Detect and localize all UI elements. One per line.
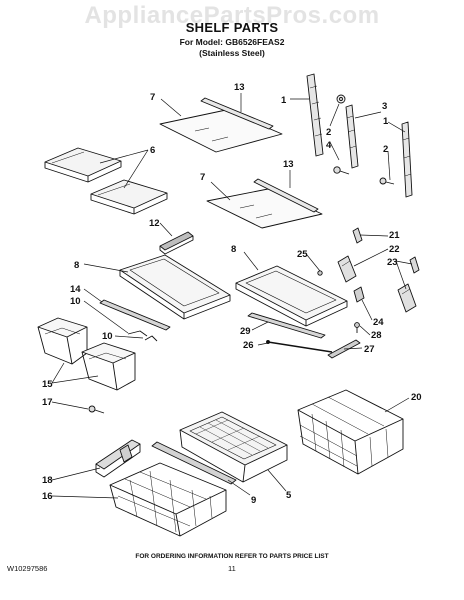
callout-13-lower: 13 <box>283 159 294 170</box>
callout-14: 14 <box>70 284 81 295</box>
callout-4: 4 <box>326 140 332 151</box>
callout-22: 22 <box>389 244 400 255</box>
freezer-drawer-5 <box>179 411 288 483</box>
callout-23: 23 <box>387 257 398 268</box>
callout-12: 12 <box>149 218 160 229</box>
callout-labels: 7 13 6 1 3 2 4 1 2 7 13 12 8 8 25 21 22 … <box>42 82 422 506</box>
callout-24: 24 <box>373 317 384 328</box>
callout-10-lower: 10 <box>102 331 113 342</box>
callout-26: 26 <box>243 340 254 351</box>
spill-shelf-right <box>235 265 348 327</box>
screw-28 <box>354 322 360 333</box>
fastener-17 <box>88 405 105 414</box>
rail-screw <box>333 166 350 175</box>
drawer-trim-9 <box>151 441 237 485</box>
rail-clip <box>336 94 346 104</box>
shelf-trim-lower <box>253 178 319 213</box>
shelf-rod <box>266 340 333 353</box>
shelf-trim-upper <box>200 97 274 130</box>
wire-basket-16 <box>109 462 227 537</box>
callout-1-left: 1 <box>281 95 287 106</box>
spill-shelf-left <box>119 254 231 320</box>
shelf-front-trim-left <box>99 299 171 331</box>
callout-7-lower: 7 <box>200 172 205 183</box>
screw-25 <box>317 270 323 276</box>
callout-27: 27 <box>364 344 375 355</box>
callout-28: 28 <box>371 330 382 341</box>
small-shelf-lower <box>90 179 168 215</box>
callout-2-right: 2 <box>383 144 388 155</box>
callout-7-upper: 7 <box>150 92 155 103</box>
leader-lines <box>51 93 413 499</box>
glass-shelf-lower <box>206 188 323 229</box>
callout-15: 15 <box>42 379 53 390</box>
shelf-bracket <box>159 231 194 255</box>
callout-25: 25 <box>297 249 308 260</box>
document-number: W10297586 <box>7 564 48 573</box>
glass-shelf-upper <box>159 109 283 153</box>
callout-21: 21 <box>389 230 400 241</box>
callout-18: 18 <box>42 475 53 486</box>
shelf-rail-right <box>401 121 413 198</box>
bracket-24 <box>353 286 365 303</box>
site-watermark: AppliancePartsPros.com <box>84 2 380 29</box>
callout-1-right: 1 <box>383 116 389 127</box>
callout-29: 29 <box>240 326 251 337</box>
finish-line: (Stainless Steel) <box>199 48 265 58</box>
callout-13-upper: 13 <box>234 82 245 93</box>
callout-17: 17 <box>42 397 53 408</box>
crisper-drawer-upper <box>37 317 88 365</box>
shelf-rail-middle <box>345 104 359 169</box>
bracket-21b <box>409 256 420 274</box>
model-line: For Model: GB6526FEAS2 <box>179 37 285 47</box>
ordering-note: FOR ORDERING INFORMATION REFER TO PARTS … <box>135 553 329 560</box>
callout-3: 3 <box>382 101 387 112</box>
callout-5: 5 <box>286 490 292 501</box>
crisper-drawer-lower <box>81 342 136 391</box>
callout-6: 6 <box>150 145 155 156</box>
bracket-21a <box>352 227 363 244</box>
shelf-rail-left <box>306 73 324 157</box>
shelf-clip-left <box>127 330 158 342</box>
callout-20: 20 <box>411 392 422 403</box>
wire-basket-20 <box>297 389 404 475</box>
shelf-front-trim-right <box>247 312 326 339</box>
small-shelf-upper <box>44 147 122 183</box>
page-title: SHELF PARTS <box>185 20 279 35</box>
drawer-handle-18 <box>95 439 141 478</box>
rail-screw-right <box>379 177 395 185</box>
bracket-23 <box>397 283 417 313</box>
bracket-22 <box>337 255 357 283</box>
callout-9: 9 <box>251 495 256 506</box>
callout-8-right: 8 <box>231 244 236 255</box>
callout-10-upper: 10 <box>70 296 81 307</box>
callout-16: 16 <box>42 491 53 502</box>
callout-2-left: 2 <box>326 127 331 138</box>
callout-8-left: 8 <box>74 260 79 271</box>
page-number: 11 <box>228 564 236 573</box>
